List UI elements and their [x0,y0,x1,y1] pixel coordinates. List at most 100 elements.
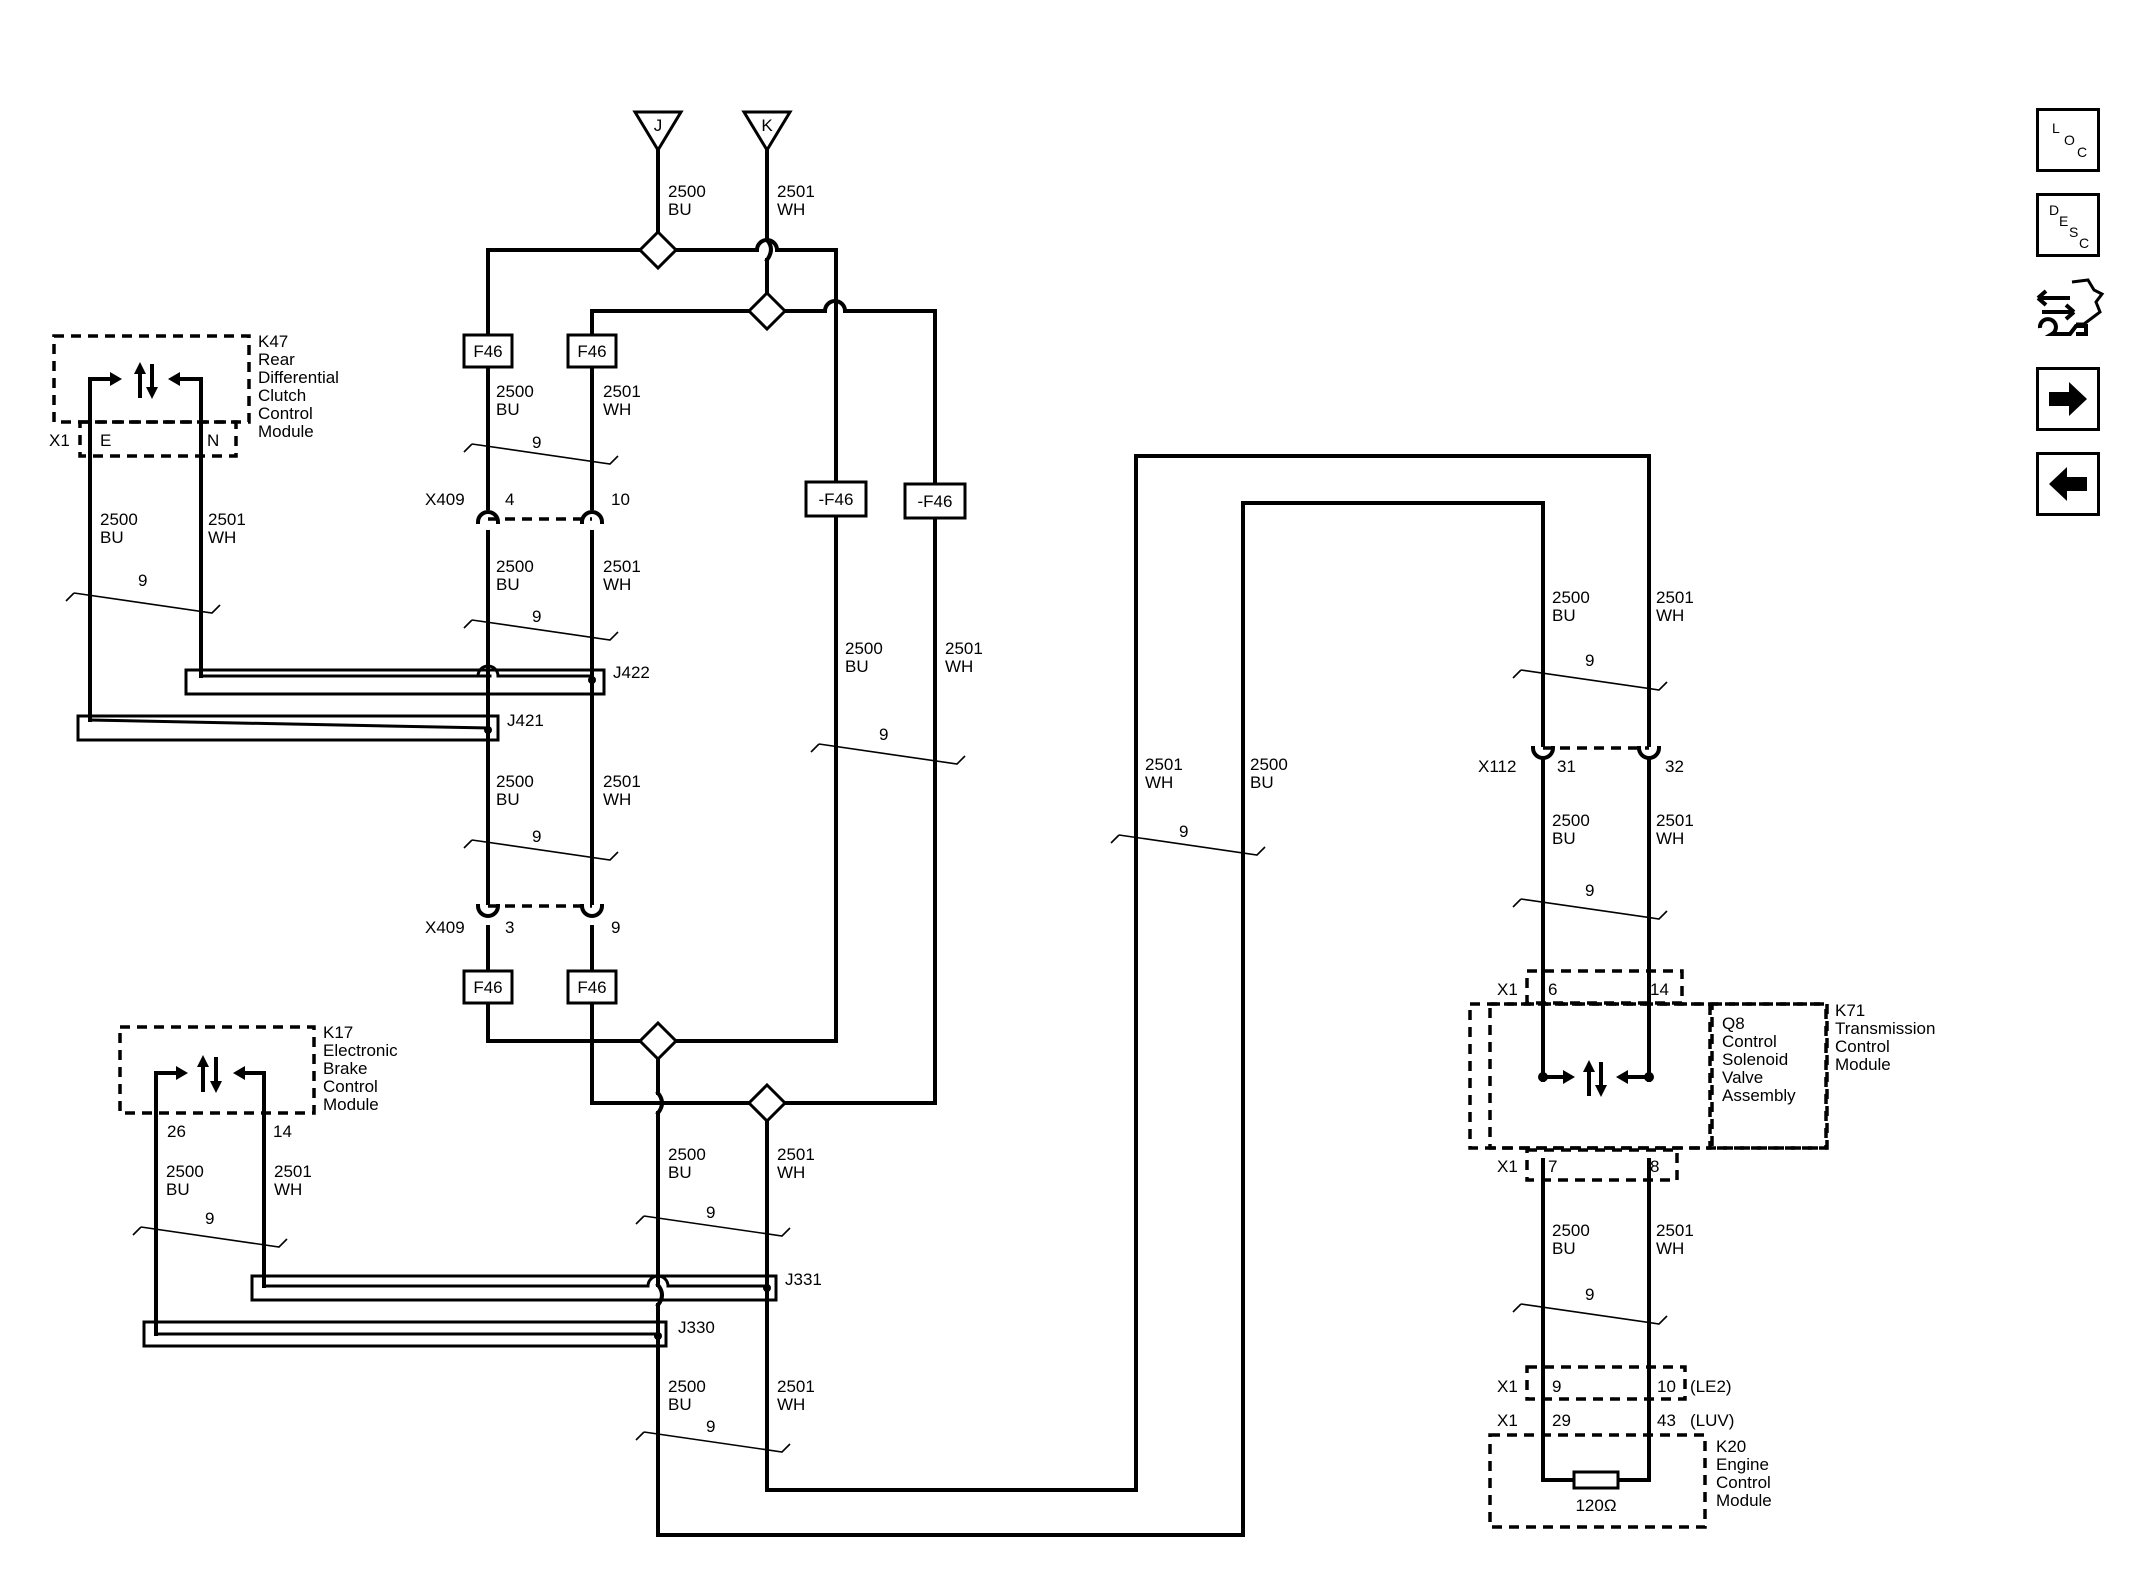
svg-text:WH: WH [777,1395,805,1414]
desc-letter-e: E [2059,213,2069,229]
svg-text:2500: 2500 [496,557,534,576]
svg-text:BU: BU [1250,773,1274,792]
connector-x409-lower[interactable]: X409 3 9 [425,903,620,937]
svg-text:6: 6 [1548,980,1557,999]
svg-text:K20: K20 [1716,1437,1746,1456]
svg-text:9: 9 [532,607,541,626]
right-wires [1541,733,1651,1482]
option-not-f46-bu: -F46 [804,480,868,518]
svg-text:WH: WH [603,400,631,419]
previous-button[interactable] [2036,452,2100,516]
svg-text:2500: 2500 [668,1377,706,1396]
svg-text:2500: 2500 [496,382,534,401]
option-f46-bottom-right: F46 [566,969,618,1005]
svg-text:2501: 2501 [603,382,641,401]
svg-text:BU: BU [845,657,869,676]
splice-pack-j331[interactable]: J331 [250,1270,822,1302]
loc-button[interactable]: L O C [2036,108,2100,172]
svg-text:-F46: -F46 [819,490,854,509]
loc-letter-c: C [2077,144,2088,160]
svg-text:2501: 2501 [777,182,815,201]
splice-pack-j421[interactable]: J421 [76,711,544,742]
svg-text:26: 26 [167,1122,186,1141]
svg-text:X1: X1 [1497,1411,1518,1430]
svg-text:(LUV): (LUV) [1690,1411,1734,1430]
desc-letter-c: C [2079,235,2090,251]
svg-text:J421: J421 [507,711,544,730]
svg-text:Electronic: Electronic [323,1041,398,1060]
connector-x409-upper[interactable]: X409 4 10 [425,490,630,525]
svg-text:J: J [654,116,663,135]
splice-diamond-top [637,229,679,271]
svg-text:7: 7 [1548,1157,1557,1176]
next-button[interactable] [2036,367,2100,431]
svg-text:9: 9 [706,1203,715,1222]
svg-text:BU: BU [668,1163,692,1182]
svg-text:2500: 2500 [1552,1221,1590,1240]
svg-text:X409: X409 [425,490,465,509]
svg-text:X1: X1 [1497,980,1518,999]
module-k17[interactable]: K17 Electronic Brake Control Module 26 1… [118,1023,398,1336]
svg-text:WH: WH [1656,606,1684,625]
svg-text:Module: Module [258,422,314,441]
module-k47[interactable]: K47 Rear Differential Clutch Control Mod… [49,332,339,722]
terminal-j[interactable]: J [632,110,684,153]
svg-text:Rear: Rear [258,350,295,369]
module-k20[interactable]: X1 9 10 (LE2) X1 29 43 (LUV) K20 Engine … [1488,1365,1772,1529]
svg-text:4: 4 [505,490,514,509]
svg-text:K: K [761,116,773,135]
service-info-button[interactable] [2030,272,2106,344]
svg-text:8: 8 [1650,1157,1659,1176]
svg-text:Module: Module [1835,1055,1891,1074]
svg-text:2500: 2500 [668,182,706,201]
svg-text:Control: Control [258,404,313,423]
svg-text:WH: WH [274,1180,302,1199]
svg-text:Brake: Brake [323,1059,367,1078]
svg-text:WH: WH [1656,1239,1684,1258]
svg-text:K47: K47 [258,332,288,351]
svg-text:Differential: Differential [258,368,339,387]
terminal-k[interactable]: K [741,110,793,153]
svg-text:Module: Module [323,1095,379,1114]
svg-text:E: E [100,431,111,450]
svg-text:32: 32 [1665,757,1684,776]
splice-pack-j330[interactable]: J330 [142,1318,715,1348]
svg-text:14: 14 [1650,980,1669,999]
svg-text:2501: 2501 [603,557,641,576]
svg-text:9: 9 [532,433,541,452]
svg-text:31: 31 [1557,757,1576,776]
svg-text:9: 9 [532,827,541,846]
svg-text:9: 9 [879,725,888,744]
connector-x112[interactable]: X112 31 32 [1478,745,1684,776]
svg-text:2500: 2500 [100,510,138,529]
svg-text:Transmission: Transmission [1835,1019,1935,1038]
svg-text:X1: X1 [49,431,70,450]
svg-text:9: 9 [1585,651,1594,670]
splice-pack-j422[interactable]: J422 [184,663,650,696]
svg-text:120Ω: 120Ω [1575,1496,1616,1515]
splice-diamond-k [746,290,788,332]
svg-text:2501: 2501 [945,639,983,658]
svg-text:2501: 2501 [208,510,246,529]
svg-text:10: 10 [1657,1377,1676,1396]
svg-text:2501: 2501 [1145,755,1183,774]
central-wires [486,148,1651,1537]
svg-text:9: 9 [1585,1285,1594,1304]
svg-text:WH: WH [1145,773,1173,792]
svg-text:2501: 2501 [1656,588,1694,607]
svg-text:Engine: Engine [1716,1455,1769,1474]
desc-button[interactable]: D E S C [2036,193,2100,257]
svg-text:BU: BU [496,575,520,594]
svg-text:9: 9 [1552,1377,1561,1396]
svg-text:WH: WH [603,790,631,809]
svg-text:WH: WH [208,528,236,547]
svg-text:F46: F46 [473,978,502,997]
svg-text:X409: X409 [425,918,465,937]
svg-text:2500: 2500 [845,639,883,658]
svg-text:Control: Control [1722,1032,1777,1051]
module-k71[interactable]: X1 6 14 X1 7 8 Q8 Control Solenoid Valve… [1468,969,1935,1182]
svg-text:X1: X1 [1497,1377,1518,1396]
